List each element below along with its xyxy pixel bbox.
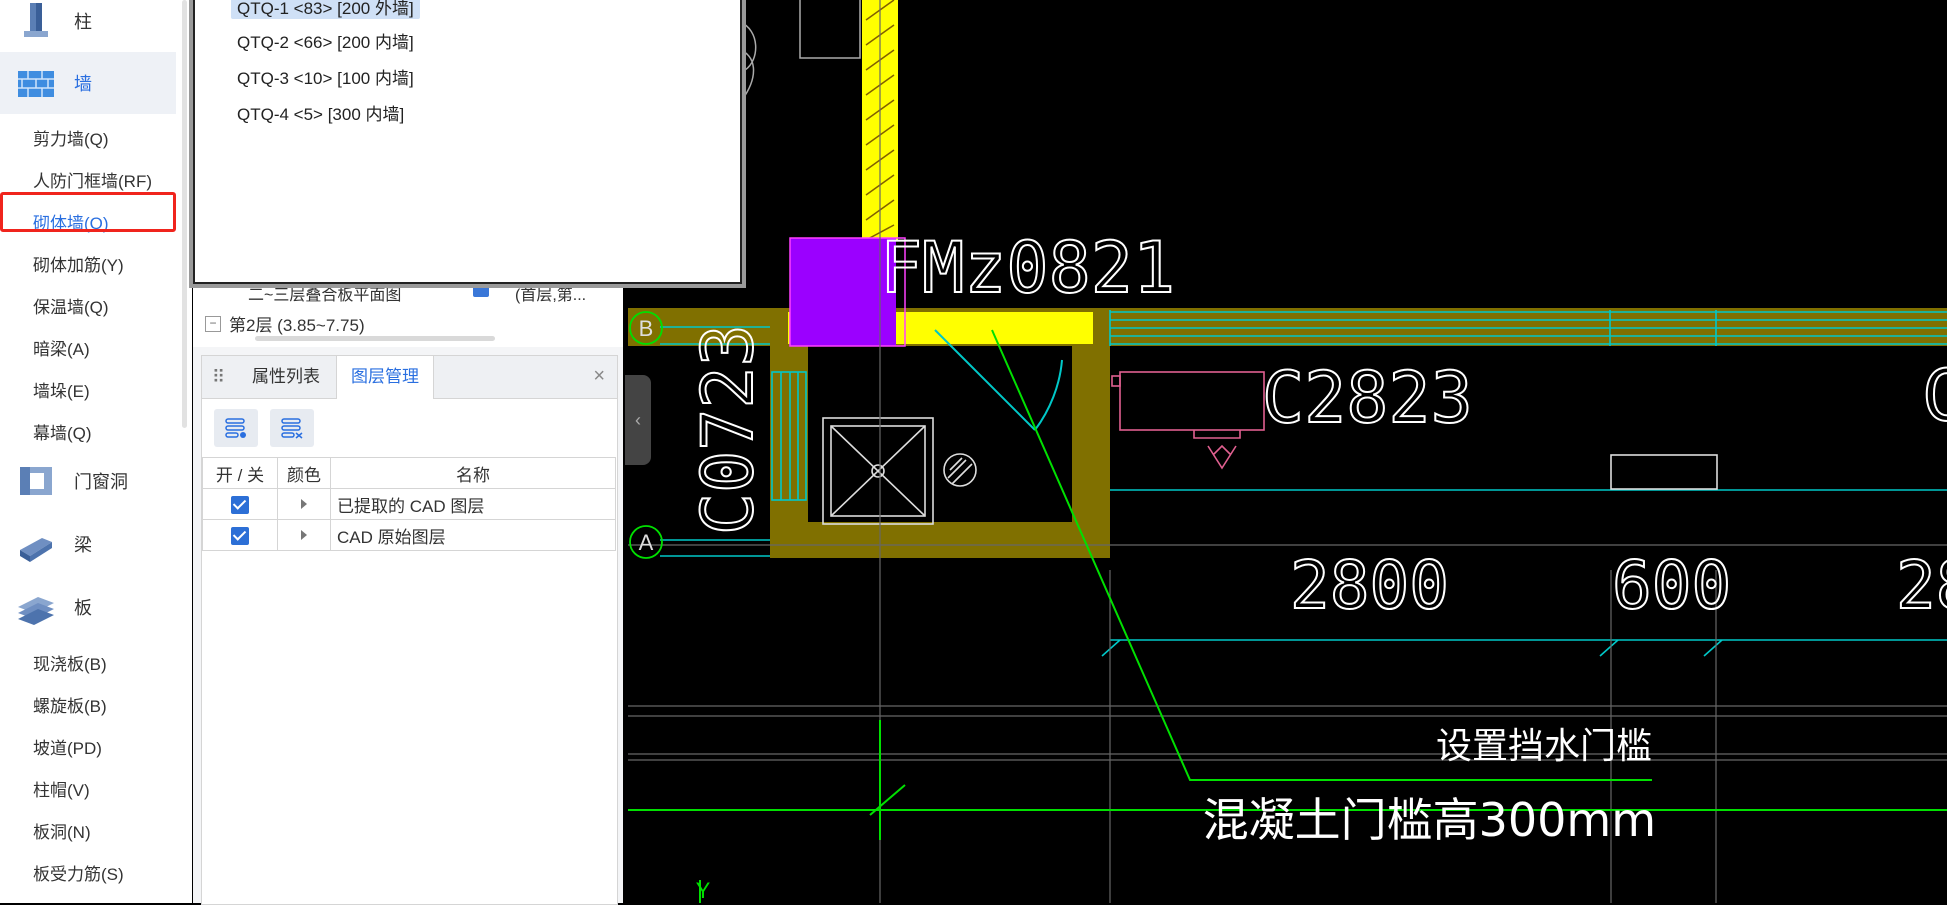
dim-label-600: 600	[1612, 547, 1731, 624]
axis-label-b: B	[639, 316, 654, 341]
collapse-panel-button[interactable]: ‹	[625, 375, 651, 465]
floor-row-drawing[interactable]: 二~三层叠合板平面图	[248, 287, 402, 304]
door-label: FMz0821	[880, 227, 1175, 309]
dim-label-28: 28	[1896, 547, 1947, 624]
nav-item-masonry-rebar[interactable]: 砌体加筋(Y)	[33, 256, 124, 275]
nav-item-ramp[interactable]: 坡道(PD)	[33, 739, 102, 758]
nav-item-cast-slab[interactable]: 现浇板(B)	[33, 655, 107, 674]
nav-item-hidden-beam[interactable]: 暗梁(A)	[33, 340, 90, 359]
category-label: 门窗洞	[74, 472, 128, 492]
nav-item-shear-wall[interactable]: 剪力墙(Q)	[33, 130, 109, 149]
axis-markers	[629, 311, 663, 559]
list-item[interactable]: QTQ-1 <83> [200 外墙]	[231, 0, 420, 19]
list-item[interactable]: QTQ-4 <5> [300 内墙]	[237, 105, 405, 124]
nav-item-insulation-wall[interactable]: 保温墙(Q)	[33, 298, 109, 317]
note-threshold: 设置挡水门槛	[1436, 726, 1652, 767]
category-label: 板	[74, 598, 92, 618]
layer-name: CAD 原始图层	[330, 519, 616, 551]
highlight-box	[0, 192, 176, 232]
column-icon	[24, 3, 48, 37]
nav-item-slab-rebar[interactable]: 板受力筋(S)	[33, 865, 124, 884]
nav-item-column-cap[interactable]: 柱帽(V)	[33, 781, 90, 800]
door-column-outline	[789, 237, 906, 347]
drain-box	[822, 417, 977, 525]
category-wall[interactable]: 墙	[0, 52, 176, 114]
table-row[interactable]: 已提取的 CAD 图层	[202, 488, 616, 520]
category-slab[interactable]: 板	[0, 576, 176, 638]
category-column[interactable]: 柱	[0, 0, 176, 52]
expand-arrow-icon[interactable]	[301, 530, 307, 540]
window-label-c0723: C0723	[687, 324, 769, 535]
layer-table: 开 / 关 颜色 名称 已提取的 CAD 图层 CAD 原始图层	[202, 457, 616, 551]
appliance	[1111, 371, 1265, 470]
category-label: 梁	[74, 535, 92, 555]
axis-label-y: Y	[696, 878, 711, 903]
nav-scrollbar[interactable]	[182, 0, 187, 428]
tab-property-list[interactable]: 属性列表	[252, 367, 320, 386]
note-threshold-height: 混凝土门槛高300mm	[1203, 793, 1656, 847]
dim-label-2800: 2800	[1290, 547, 1449, 624]
drag-handle-icon[interactable]: ⠿	[212, 367, 225, 387]
table-header: 开 / 关 颜色 名称	[202, 457, 616, 489]
category-beam[interactable]: 梁	[0, 513, 176, 575]
floor-list: 二~三层叠合板平面图 (首层,第... − 第2层 (3.85~7.75)	[193, 275, 623, 347]
wall-icon	[18, 71, 54, 97]
window-label-c2823: C2823	[1262, 357, 1473, 439]
table-row[interactable]: CAD 原始图层	[202, 519, 616, 551]
layer-hide-icon	[281, 418, 303, 439]
floor-label: 第2层 (3.85~7.75)	[229, 316, 365, 335]
panel-tabbar: ⠿ 属性列表 图层管理 ×	[202, 356, 617, 399]
nav-item-curtain-wall[interactable]: 幕墙(Q)	[33, 424, 92, 443]
door-column	[790, 238, 896, 346]
door-window-icon	[20, 467, 52, 495]
layer-panel: ⠿ 属性列表 图层管理 × 开 / 关 颜色	[201, 355, 618, 905]
list-item[interactable]: QTQ-2 <66> [200 内墙]	[237, 33, 414, 52]
cad-canvas[interactable]: B A Y FMz0821 C2823 C0723 2800 600 28 C …	[628, 0, 1947, 903]
component-nav: 柱 墙 剪力墙(Q) 人防门框墙(RF) 砌体墙(Q) 砌体加筋(Y) 保温墙(…	[0, 0, 192, 903]
slab-icon	[18, 597, 54, 625]
category-label: 墙	[74, 74, 92, 94]
floor-tag: (首层,第...	[515, 287, 587, 304]
window-lines	[660, 310, 1947, 657]
edge-label-c: C	[1922, 355, 1947, 437]
category-label: 柱	[74, 12, 92, 32]
col-color: 颜色	[277, 457, 331, 489]
layer-checkbox[interactable]	[231, 495, 249, 514]
nav-item-masonry-wall[interactable]: 砌体墙(Q)	[33, 214, 109, 233]
layer-show-icon	[225, 418, 246, 438]
nav-item-civil-defense-wall[interactable]: 人防门框墙(RF)	[33, 172, 152, 191]
close-icon[interactable]: ×	[593, 365, 605, 387]
category-door-window[interactable]: 门窗洞	[0, 450, 176, 512]
hide-layer-button[interactable]	[270, 409, 314, 447]
floor-row-2[interactable]: − 第2层 (3.85~7.75)	[205, 311, 365, 336]
floor-scrollbar[interactable]	[255, 336, 495, 341]
leader-lines	[628, 329, 1947, 903]
col-name: 名称	[330, 457, 616, 489]
nav-item-spiral-slab[interactable]: 螺旋板(B)	[33, 697, 107, 716]
component-list-popup: QTQ-1 <83> [200 外墙] QTQ-2 <66> [200 内墙] …	[193, 0, 742, 284]
layer-name: 已提取的 CAD 图层	[330, 488, 616, 520]
list-item[interactable]: QTQ-3 <10> [100 内墙]	[237, 69, 414, 88]
door-swing	[934, 329, 1063, 431]
layer-checkbox[interactable]	[231, 526, 249, 545]
nav-item-slab-hole[interactable]: 板洞(N)	[33, 823, 91, 842]
collapse-toggle-icon[interactable]: −	[205, 315, 221, 332]
col-onoff: 开 / 关	[202, 457, 278, 489]
small-box	[1610, 454, 1718, 490]
expand-arrow-icon[interactable]	[301, 499, 307, 509]
tab-layer-management[interactable]: 图层管理	[336, 356, 434, 399]
axis-label-a: A	[639, 530, 654, 555]
beam-icon	[20, 538, 52, 562]
grid-lines	[628, 0, 1947, 903]
floor-lock-icon[interactable]	[473, 283, 489, 297]
middle-panel: 二~三层叠合板平面图 (首层,第... − 第2层 (3.85~7.75) ⠿ …	[193, 0, 742, 905]
nav-item-wall-stack[interactable]: 墙垛(E)	[33, 382, 90, 401]
show-layer-button[interactable]	[214, 409, 258, 447]
